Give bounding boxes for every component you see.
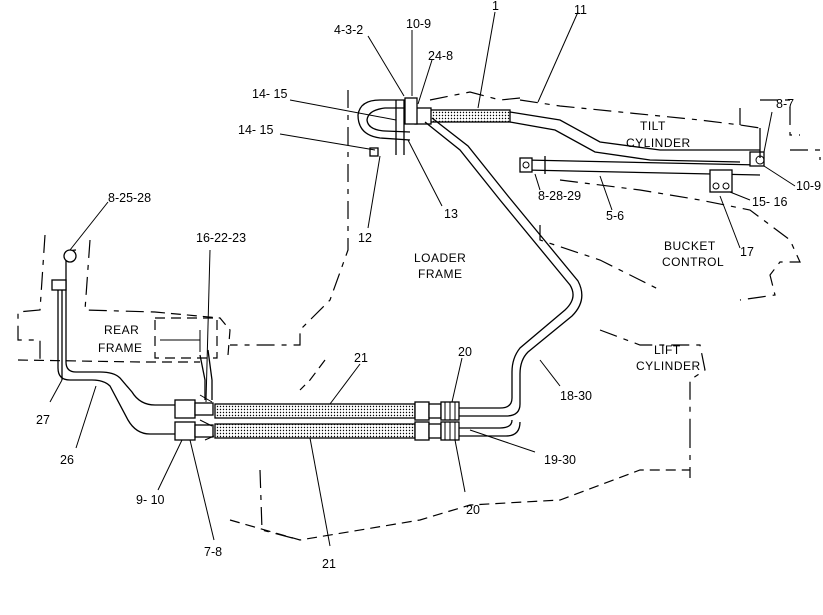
lift-cylinder-label-line1: LIFT (654, 343, 681, 357)
tube-19-30 (458, 419, 521, 437)
callout-8-28-29: 8-28-29 (538, 189, 581, 203)
callout-8-7: 8-7 (776, 97, 794, 111)
callout-1: 1 (492, 0, 499, 13)
callout-9-10: 9- 10 (136, 493, 165, 507)
loader-frame-label-line2: FRAME (418, 267, 463, 281)
callout-16-22-23: 16-22-23 (196, 231, 246, 245)
callout-19-30: 19-30 (544, 453, 576, 467)
bucket-control-label-line1: BUCKET (664, 239, 716, 253)
callout-21-top: 21 (354, 351, 368, 365)
lower-hose-top (214, 401, 460, 421)
long-tube-18-30 (424, 117, 583, 417)
callout-14-15-b: 14- 15 (238, 123, 273, 137)
callout-21-bottom: 21 (322, 557, 336, 571)
callout-10-9-top: 10-9 (406, 17, 431, 31)
callout-5-6: 5-6 (606, 209, 624, 223)
bucket-control-label-line2: CONTROL (662, 255, 724, 269)
callout-17: 17 (740, 245, 754, 259)
callout-10-9-right: 10-9 (796, 179, 821, 193)
callout-15-16: 15- 16 (752, 195, 787, 209)
callout-11: 11 (574, 3, 587, 17)
rear-frame-outline (17, 234, 231, 363)
callout-12: 12 (358, 231, 372, 245)
loader-frame-label-line1: LOADER (414, 251, 466, 265)
loader-frame-outline (229, 90, 706, 541)
callout-8-25-28: 8-25-28 (108, 191, 151, 205)
tilt-cylinder-label-line2: CYLINDER (626, 136, 691, 150)
rear-frame-label-line1: REAR (104, 323, 139, 337)
callout-14-15-a: 14- 15 (252, 87, 287, 101)
callout-20-top: 20 (458, 345, 472, 359)
lower-hose-bottom (214, 421, 460, 441)
left-fittings (174, 349, 215, 441)
callout-4-3-2: 4-3-2 (334, 23, 363, 37)
callout-7-8: 7-8 (204, 545, 222, 559)
callout-24-8: 24-8 (428, 49, 453, 63)
callout-13: 13 (444, 207, 458, 221)
rear-frame-label-line2: FRAME (98, 341, 143, 355)
leader-lines (49, 11, 796, 547)
region-captions: TILT CYLINDER BUCKET CONTROL LOADER FRAM… (98, 119, 724, 373)
callout-27: 27 (36, 413, 50, 427)
upper-hose-assembly (357, 97, 760, 163)
callout-labels: 1 11 4-3-2 10-9 24-8 14- 15 14- 15 8-7 1… (36, 0, 821, 571)
callout-26: 26 (60, 453, 74, 467)
rear-tubes-26-27 (51, 249, 175, 435)
tilt-cylinder-outline (519, 99, 821, 160)
callout-20-bottom: 20 (466, 503, 480, 517)
tilt-cylinder (519, 128, 765, 193)
callout-18-30: 18-30 (560, 389, 592, 403)
tilt-cylinder-label-line1: TILT (640, 119, 666, 133)
lift-cylinder-label-line2: CYLINDER (636, 359, 701, 373)
